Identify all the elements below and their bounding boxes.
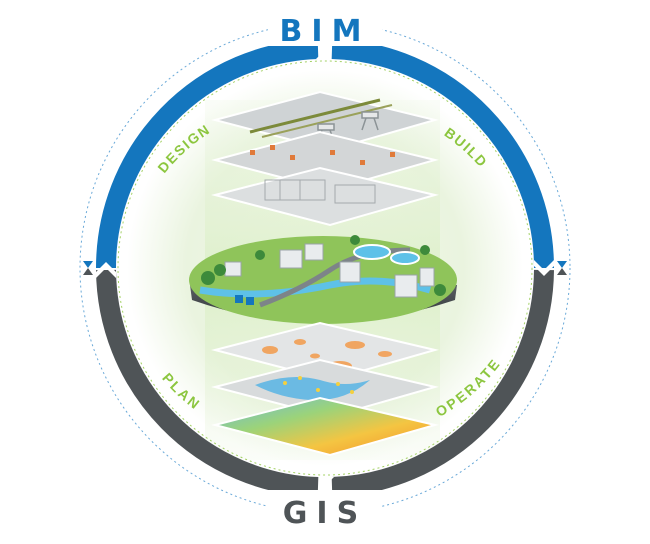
outer-dotted-ring [79,22,571,514]
chevron-left-icon [96,262,116,278]
layer-terrain [211,396,439,457]
gis-arc-right [331,269,554,497]
inner-dotted-ring [117,60,533,476]
right-marker-icon [557,261,567,275]
left-marker-icon [83,261,93,275]
chevron-right-icon [534,260,554,276]
gis-arc-left [96,269,319,497]
bim-title: BIM [280,14,371,49]
gis-title: GIS [283,496,367,531]
city-model [189,235,457,324]
layer-building-model [211,166,439,227]
bim-arc-right [331,39,554,269]
bim-arc-left [96,39,319,269]
